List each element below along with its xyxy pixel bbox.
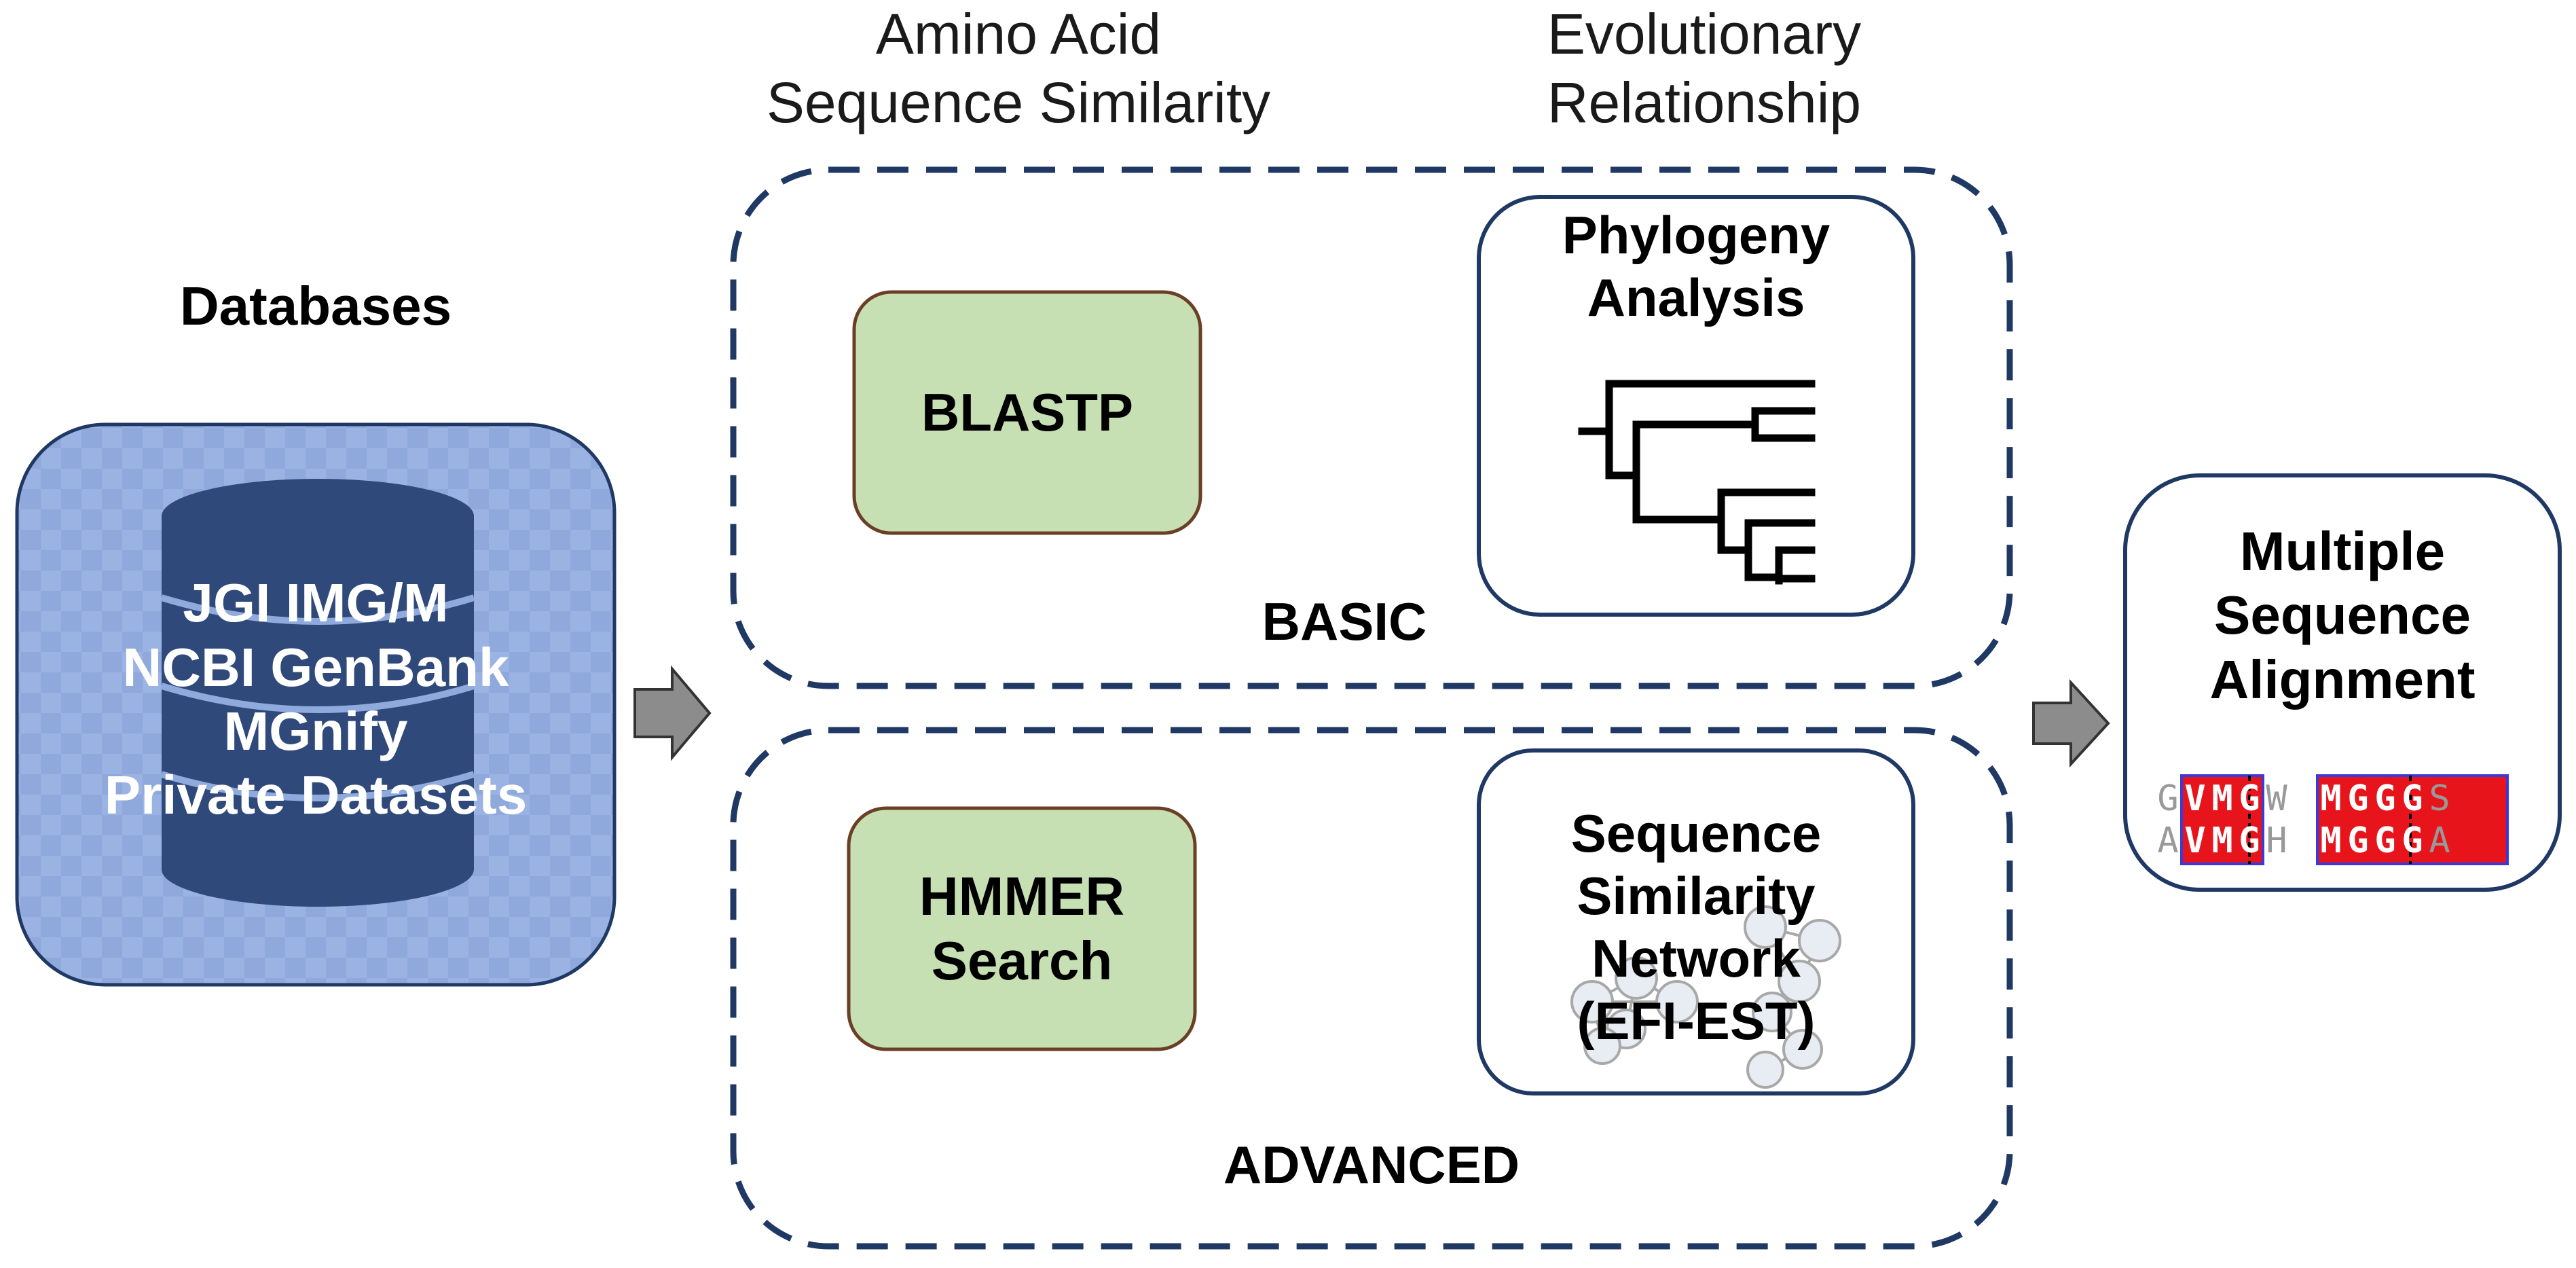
databases-title: Databases: [179, 276, 452, 336]
msa-residue: M: [2211, 778, 2233, 819]
msa-residue: S: [2293, 778, 2315, 819]
database-item: NCBI GenBank: [122, 636, 509, 698]
msa-sequence-row-1: G V M G W S M G G G S: [2154, 781, 2453, 816]
advanced-group-border: [730, 727, 2013, 1250]
arrow-right-icon: [633, 665, 712, 761]
blastp-label: BLASTP: [921, 382, 1133, 442]
msa-residue: G: [2157, 778, 2179, 819]
ssn-label: Sequence Similarity Network (EFI-EST): [1570, 803, 1822, 1051]
phylogeny-box: [1477, 195, 1915, 617]
msa-residue: M: [2320, 820, 2342, 861]
basic-group-border: [730, 166, 2013, 689]
msa-residue: H: [2266, 820, 2287, 861]
network-graph-icon: [1570, 905, 1841, 1089]
msa-residue: M: [2211, 820, 2233, 861]
database-item: JGI IMG/M: [183, 573, 449, 634]
msa-title: Multiple Sequence Alignment: [2209, 521, 2476, 710]
advanced-group-label: ADVANCED: [1223, 1135, 1520, 1195]
msa-residue: S: [2293, 820, 2315, 861]
msa-residue: G: [2402, 778, 2423, 819]
database-cylinder-icon: [160, 479, 475, 907]
msa-residue: G: [2239, 820, 2260, 861]
arrow-right-icon: [2032, 678, 2110, 768]
msa-residue: W: [2266, 778, 2287, 819]
msa-residue: M: [2320, 778, 2342, 819]
hmmer-label: HMMER Search: [919, 866, 1125, 991]
msa-residue: G: [2239, 778, 2260, 819]
database-list: JGI IMG/M NCBI GenBank MGnify Private Da…: [17, 543, 614, 856]
msa-residue: G: [2347, 820, 2369, 861]
msa-residue: A: [2429, 820, 2450, 861]
blastp-box: [852, 290, 1202, 535]
msa-residue: G: [2374, 778, 2396, 819]
database-item: MGnify: [223, 701, 408, 761]
msa-alignment-highlight: [2180, 774, 2509, 865]
hmmer-box: [847, 806, 1197, 1051]
evolution-header: Evolutionary Relationship: [1547, 2, 1862, 134]
msa-residue: G: [2347, 778, 2369, 819]
database-item: Private Datasets: [104, 765, 528, 826]
phylogenetic-tree-icon: [1578, 380, 1816, 585]
similarity-header: Amino Acid Sequence Similarity: [766, 2, 1271, 134]
phylogeny-title: Phylogeny Analysis: [1562, 205, 1830, 328]
msa-residue: A: [2157, 820, 2179, 861]
msa-residue: V: [2184, 778, 2206, 819]
msa-residue: S: [2429, 778, 2450, 819]
msa-sequence-row-2: A V M G H S M G G G A: [2154, 823, 2453, 858]
msa-residue: G: [2374, 820, 2396, 861]
msa-residue: V: [2184, 820, 2206, 861]
msa-residue: G: [2402, 820, 2423, 861]
basic-group-label: BASIC: [1262, 592, 1427, 651]
